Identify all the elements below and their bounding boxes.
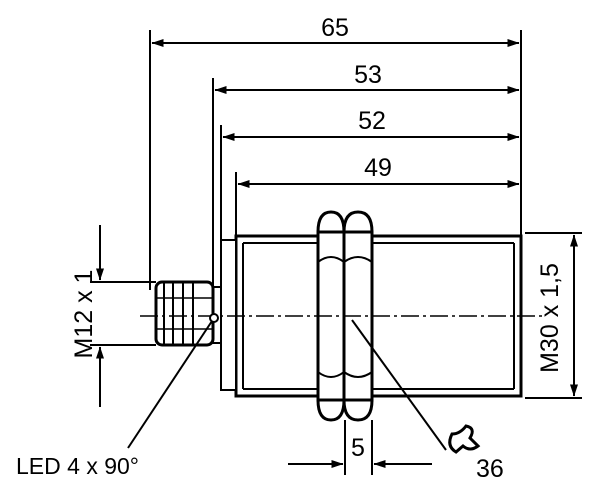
dim-label-housing-thread: M30 x 1,5 [536, 263, 564, 373]
dim-label-49: 49 [364, 154, 392, 182]
dim-label-65: 65 [321, 14, 349, 42]
dim-label-53: 53 [354, 61, 382, 89]
dim-label-52: 52 [358, 107, 386, 135]
led-indicator [127, 313, 219, 449]
dim-label-nut-width: 5 [351, 434, 365, 462]
dim-label-connector-thread: M12 x 1 [70, 270, 98, 359]
wrench-size-label: 36 [476, 455, 504, 483]
wrench-leader [351, 319, 447, 451]
extension-lines [90, 30, 582, 475]
m12-connector [154, 280, 215, 347]
wrench-icon [448, 424, 481, 454]
led-callout-label: LED 4 x 90° [16, 453, 139, 479]
length-dimensions [151, 39, 520, 188]
